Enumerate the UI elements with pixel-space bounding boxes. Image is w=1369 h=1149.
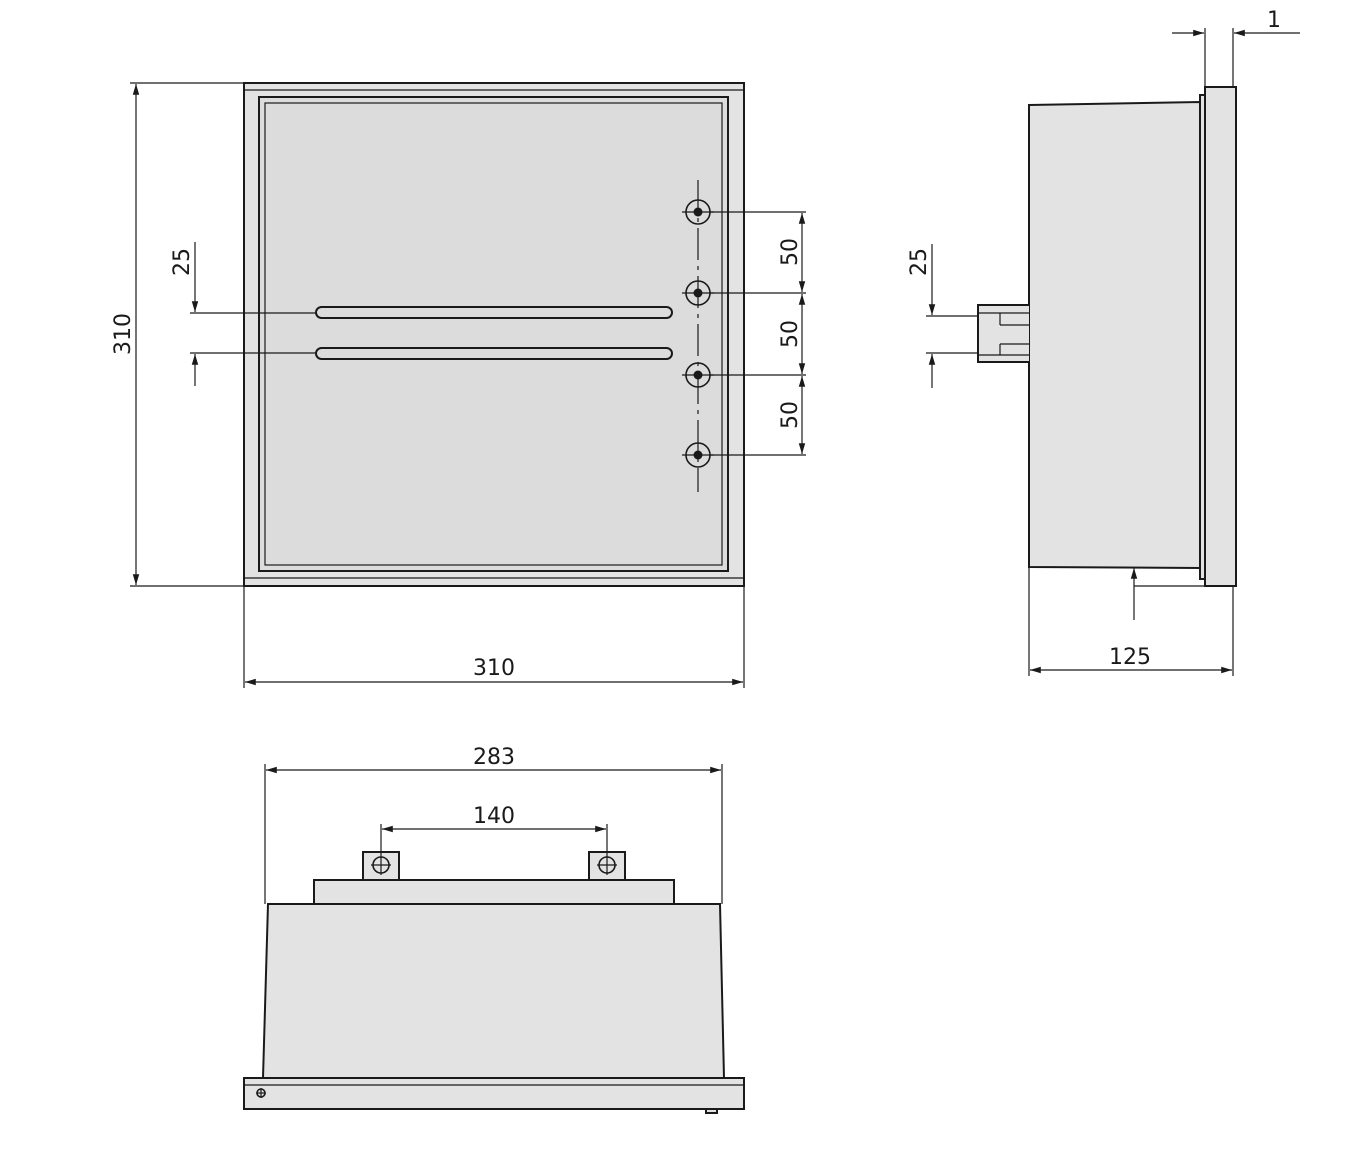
dim-label-port: 25: [907, 248, 932, 276]
screw-icon: [256, 1088, 266, 1098]
dim-label-pitch-2: 50: [778, 320, 803, 348]
dim-port: 25: [907, 244, 978, 388]
dim-label-bottom-width: 283: [473, 745, 515, 770]
side-body: [1028, 100, 1201, 570]
dim-label-front-width: 310: [473, 656, 515, 681]
dim-bracket-spacing: 140: [380, 804, 608, 855]
bracket-left: [362, 851, 400, 882]
dim-label-slot-gap: 25: [170, 248, 195, 276]
dim-slot-gap: 25: [170, 242, 316, 386]
bottom-flange: [243, 1077, 745, 1110]
dim-depth: 125: [1028, 567, 1234, 676]
dim-label-flange: 1: [1267, 8, 1281, 33]
terminal-hole-icon: [682, 199, 714, 225]
side-port: [977, 304, 1029, 363]
front-panel-inner: [264, 102, 723, 566]
front-view: 310 310 25 50 50 50: [111, 82, 806, 688]
bracket-right: [588, 851, 626, 882]
dim-flange-thickness: 1: [1172, 8, 1300, 87]
side-view: 1 25 125: [907, 8, 1300, 676]
side-flange: [1204, 86, 1237, 587]
dim-label-pitch-3: 50: [778, 401, 803, 429]
dim-label-depth: 125: [1109, 645, 1151, 670]
terminal-hole-icon: [682, 442, 714, 468]
bottom-body: [261, 903, 726, 1079]
dim-label-pitch-1: 50: [778, 238, 803, 266]
bottom-foot: [705, 1108, 718, 1114]
terminal-hole-icon: [682, 362, 714, 388]
bottom-view: 283 140: [243, 745, 745, 1114]
dim-terminal-pitch: 50 50 50: [710, 211, 806, 456]
front-slot-upper: [315, 306, 673, 319]
dim-front-width: 310: [243, 586, 745, 688]
front-panel-outer: [258, 96, 729, 572]
front-slot-lower: [315, 347, 673, 360]
terminal-holes: [682, 180, 714, 492]
dim-bottom-width: 283: [264, 745, 723, 904]
dim-label-bracket-spacing: 140: [473, 804, 515, 829]
bottom-top-plate: [313, 879, 675, 905]
dim-label-front-height: 310: [111, 313, 136, 355]
dim-front-height: 310: [111, 82, 244, 587]
